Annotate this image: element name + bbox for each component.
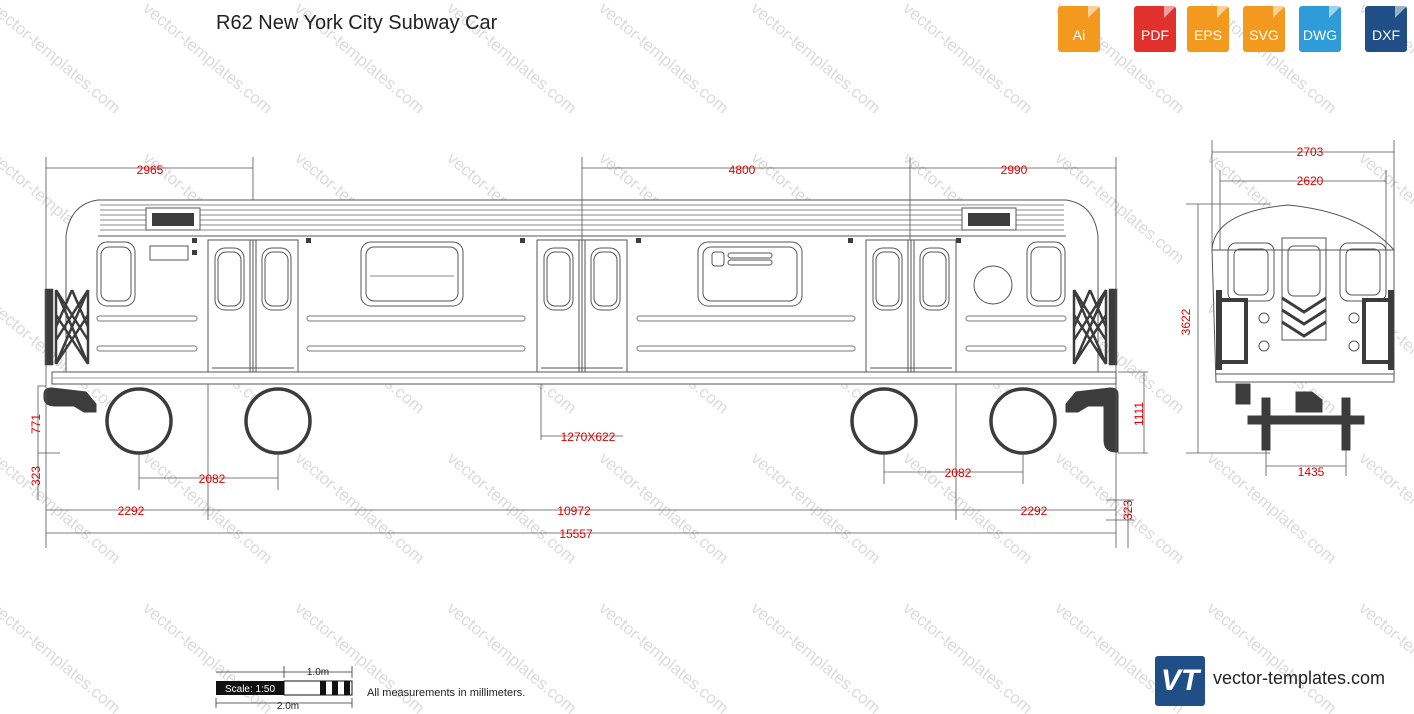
wheel — [850, 387, 918, 455]
front-view: 2703 2620 3622 1435 — [1179, 140, 1395, 479]
wheel — [244, 387, 312, 455]
wheel — [105, 387, 173, 455]
format-svg-icon[interactable]: SVG — [1243, 6, 1285, 52]
format-label: SVG — [1249, 27, 1279, 43]
dimension-labels: 2965 4800 2990 771 323 1111 323 1270X622… — [29, 163, 1146, 541]
dim-2965: 2965 — [137, 163, 164, 177]
front-chevrons — [1281, 296, 1327, 338]
front-body — [1211, 204, 1395, 383]
dim-10972: 10972 — [557, 504, 591, 518]
scale-label: Scale: 1:50 — [225, 684, 275, 695]
dim-323-right: 323 — [1121, 500, 1135, 520]
brand-logo[interactable]: VT — [1155, 656, 1205, 706]
scale-bar: 1.0m Scale: 1:50 2.0m — [215, 666, 353, 712]
format-label: DXF — [1372, 27, 1400, 43]
front-door — [1281, 237, 1327, 341]
dim-2703: 2703 — [1297, 145, 1324, 159]
format-dxf-icon[interactable]: DXF — [1365, 6, 1407, 52]
dim-771: 771 — [29, 414, 43, 434]
scale-top-label: 1.0m — [307, 667, 329, 678]
dim-2620: 2620 — [1297, 174, 1324, 188]
format-ai-icon[interactable]: Ai — [1058, 6, 1100, 52]
dim-4800: 4800 — [729, 163, 756, 177]
dim-1435: 1435 — [1298, 465, 1325, 479]
headlights — [1258, 312, 1360, 352]
side-window-1 — [360, 241, 464, 307]
dim-323-left: 323 — [29, 466, 43, 486]
format-eps-icon[interactable]: EPS — [1187, 6, 1229, 52]
dim-2292-left: 2292 — [118, 504, 145, 518]
coupler-right — [1065, 387, 1119, 453]
units-note: All measurements in millimeters. — [367, 687, 526, 699]
dim-15557: 15557 — [559, 527, 593, 541]
coupler-left — [43, 387, 97, 413]
format-label: DWG — [1302, 27, 1338, 43]
body-rails — [96, 315, 1067, 352]
front-truck — [1235, 383, 1365, 451]
dim-3622: 3622 — [1179, 308, 1193, 335]
page-title: R62 New York City Subway Car — [216, 12, 498, 34]
end-window-right — [1026, 241, 1066, 307]
route-panel — [149, 245, 189, 261]
dim-1111: 1111 — [1132, 402, 1146, 426]
dim-2990: 2990 — [1001, 163, 1028, 177]
brand-link[interactable]: vector-templates.com — [1213, 668, 1386, 688]
dim-2082-left: 2082 — [199, 472, 226, 486]
format-pdf-icon[interactable]: PDF — [1134, 6, 1176, 52]
dim-2292-right: 2292 — [1021, 504, 1048, 518]
dimension-lines — [37, 157, 1148, 548]
round-panel — [973, 265, 1013, 305]
side-view — [43, 199, 1119, 455]
wheel — [989, 387, 1057, 455]
side-window-2 — [697, 241, 803, 307]
scale-bottom-label: 2.0m — [277, 701, 299, 712]
format-dwg-icon[interactable]: DWG — [1299, 6, 1341, 52]
dim-door: 1270X622 — [561, 430, 616, 444]
format-label: EPS — [1193, 27, 1222, 43]
front-gates — [1216, 290, 1394, 370]
dim-2082-right: 2082 — [945, 466, 972, 480]
format-label: Ai — [1072, 27, 1086, 43]
end-window-left — [96, 241, 136, 307]
format-label: PDF — [1141, 27, 1169, 43]
front-window-left — [1227, 242, 1275, 302]
